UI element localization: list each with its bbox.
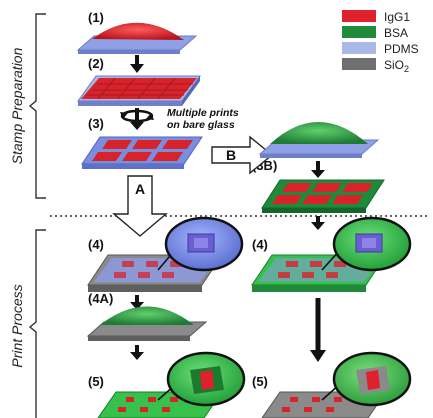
- sio2-swatch: [342, 58, 376, 70]
- print-process-bracket: Print Process: [9, 229, 46, 418]
- step-1-stamp: [76, 22, 198, 54]
- step-4-left-label: (4): [88, 237, 104, 252]
- arrow-3b-down: [311, 161, 325, 178]
- step-5-right-result: [261, 351, 412, 418]
- stamp-preparation-bracket: Stamp Preparation: [9, 13, 46, 199]
- bsa-swatch: [342, 26, 376, 38]
- step-3b-bsa-stamp: [258, 122, 380, 158]
- legend: IgG1 BSA PDMS SiO2: [342, 10, 419, 74]
- legend-pdms-label: PDMS: [384, 42, 419, 56]
- arrow-4-to-5-right: [310, 298, 326, 362]
- step-2-patterned-stamp: [77, 75, 201, 106]
- pdms-swatch: [342, 42, 376, 54]
- arrow-a: A: [112, 175, 168, 237]
- multiple-prints-note-line2: on bare glass: [167, 119, 235, 131]
- legend-sio2-label: SiO2: [384, 58, 409, 74]
- arrow-b: B: [211, 135, 274, 175]
- arrow-4a-to-5: [130, 345, 144, 360]
- igg1-swatch: [342, 10, 376, 22]
- arrow-b-letter: B: [226, 147, 236, 163]
- arrow-1-to-2: [130, 55, 144, 73]
- stamp-preparation-label: Stamp Preparation: [9, 47, 25, 164]
- step-5-left-label: (5): [88, 374, 104, 389]
- legend-bsa-label: BSA: [384, 26, 408, 40]
- multiple-prints-note-line1: Multiple prints: [167, 107, 239, 119]
- legend-sio2-subscript: 2: [404, 64, 409, 74]
- step-3-stamp: [81, 136, 203, 169]
- step-4-right-label: (4): [252, 237, 268, 252]
- legend-sio2-base: SiO: [384, 58, 404, 72]
- step-1-label: (1): [88, 10, 104, 25]
- step-5-right-label: (5): [252, 374, 268, 389]
- multiple-prints-rotation-icon: [120, 108, 154, 130]
- arrow-a-letter: A: [135, 181, 145, 197]
- legend-igg1-label: IgG1: [384, 10, 410, 24]
- step-4a-bsa-stamp: [86, 306, 208, 341]
- arrow-3b-to-4: [311, 216, 325, 230]
- step-4-right-assembly: [251, 216, 412, 292]
- step-2-label: (2): [88, 56, 104, 71]
- step-3b-patterned-glass: [261, 179, 385, 213]
- arrow-4-to-4a: [130, 295, 144, 310]
- step-4a-label: (4A): [88, 291, 113, 306]
- step-3-label: (3): [88, 116, 104, 131]
- step-5-left-result: [97, 351, 246, 418]
- step-4-left-assembly: [87, 216, 244, 292]
- print-process-label: Print Process: [9, 284, 25, 367]
